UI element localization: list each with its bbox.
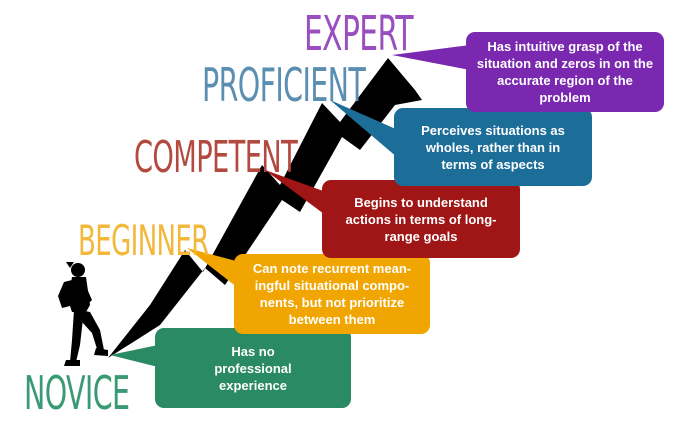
beginner-callout-pointer	[187, 248, 240, 288]
proficient-description-text: Perceives situations as wholes, rather t…	[421, 122, 565, 172]
novice-description-text: Has no professional experience	[214, 343, 292, 393]
novice-level-label: NOVICE	[24, 366, 130, 420]
expert-description-text: Has intuitive grasp of the situation and…	[476, 39, 654, 105]
expert-description-box: Has intuitive grasp of the situation and…	[466, 32, 664, 112]
hiker-silhouette-icon	[58, 262, 108, 366]
competent-description-text: Begins to understand actions in terms of…	[345, 194, 497, 244]
proficient-level-label: PROFICIENT	[202, 58, 366, 112]
competent-description-box: Begins to understand actions in terms of…	[322, 180, 520, 258]
expert-level-label: EXPERT	[304, 6, 414, 62]
novice-description-box: Has no professional experience	[155, 328, 351, 408]
proficient-callout-pointer	[330, 100, 398, 158]
competent-level-label: COMPETENT	[134, 132, 298, 183]
novice-callout-pointer	[110, 345, 162, 368]
beginner-level-label: BEGINNER	[78, 216, 209, 265]
competent-callout-pointer	[265, 170, 326, 214]
expert-callout-pointer	[392, 45, 470, 70]
beginner-description-text: Can note recurrent mean-ingful situation…	[252, 261, 412, 327]
mountain-peaks	[108, 58, 422, 358]
beginner-description-box: Can note recurrent mean-ingful situation…	[234, 254, 430, 334]
proficient-description-box: Perceives situations as wholes, rather t…	[394, 108, 592, 186]
